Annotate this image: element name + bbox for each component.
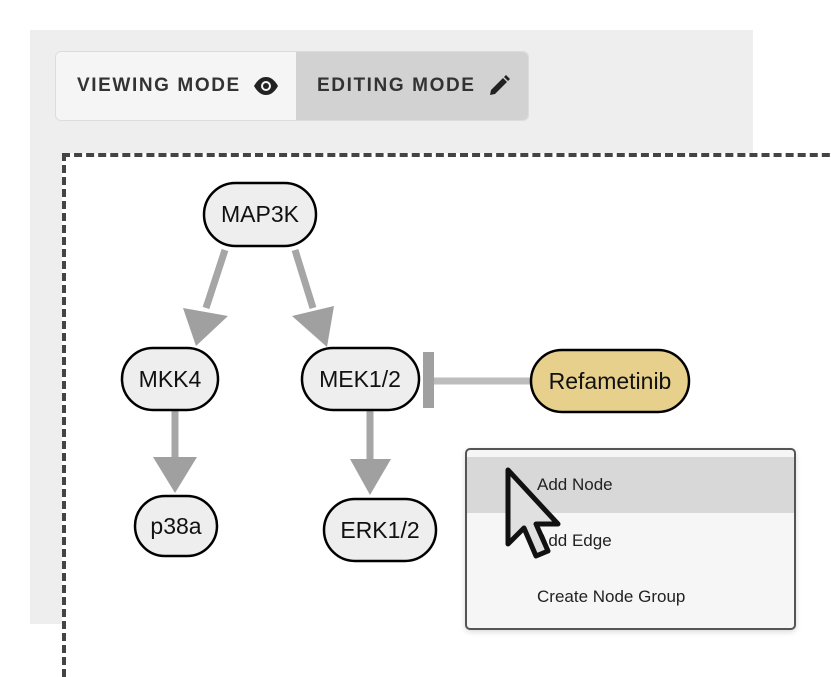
eye-icon [253, 77, 279, 95]
edge-mek12-erk12[interactable] [350, 411, 391, 495]
node-erk12[interactable]: ERK1/2 [322, 497, 438, 563]
node-mek12[interactable]: MEK1/2 [300, 346, 421, 412]
editing-mode-label: EDITING MODE [317, 75, 476, 96]
node-label: p38a [150, 513, 201, 539]
node-label: MKK4 [139, 366, 202, 392]
node-label: MEK1/2 [319, 366, 401, 392]
viewing-mode-label: VIEWING MODE [77, 75, 241, 96]
edge-map3k-mek12[interactable] [291, 248, 334, 347]
node-mkk4[interactable]: MKK4 [120, 346, 220, 412]
menu-item-label: Add Edge [537, 531, 612, 550]
node-label: Refametinib [549, 368, 672, 394]
node-refametinib[interactable]: Refametinib [529, 348, 691, 414]
editing-mode-button[interactable]: EDITING MODE [296, 52, 528, 120]
edge-map3k-mkk4[interactable] [183, 248, 229, 346]
node-p38a[interactable]: p38a [133, 494, 219, 558]
node-map3k[interactable]: MAP3K [202, 181, 318, 248]
pathway-graph: MAP3K MKK4 MEK1/2 Refametinib p38a ERK1/… [120, 181, 691, 563]
mouse-cursor-icon [500, 466, 570, 571]
edge-mkk4-p38a[interactable] [153, 411, 197, 493]
menu-item-label: Create Node Group [537, 587, 686, 606]
viewing-mode-button[interactable]: VIEWING MODE [56, 52, 296, 120]
node-label: MAP3K [221, 201, 300, 227]
node-label: ERK1/2 [340, 517, 419, 543]
menu-item-create-node-group[interactable]: Create Node Group [467, 569, 794, 625]
mode-toggle: VIEWING MODE EDITING MODE [56, 52, 528, 120]
edge-refametinib-mek12-inhibition[interactable] [423, 352, 530, 408]
menu-item-add-edge[interactable]: Add Edge [467, 513, 794, 569]
menu-item-label: Add Node [537, 475, 613, 494]
pencil-icon [488, 75, 510, 97]
